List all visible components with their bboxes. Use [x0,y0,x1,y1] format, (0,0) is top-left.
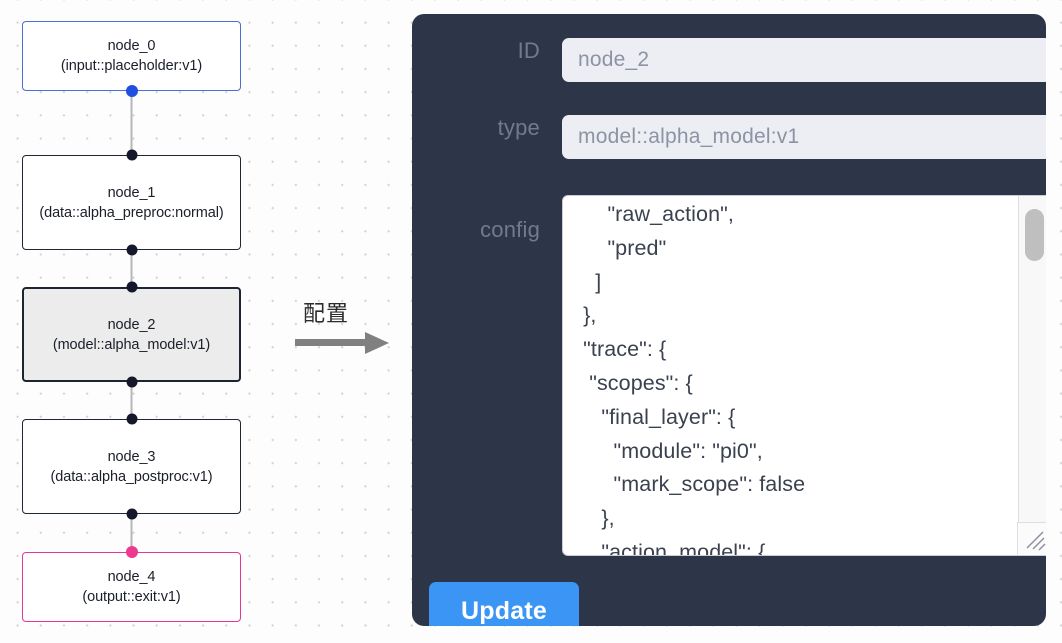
port-node_4-in[interactable] [125,546,138,558]
right-arrow-icon [295,330,390,356]
id-input[interactable] [562,38,1046,82]
node-inspector-panel: ID type config "raw_action", "pred" ] },… [412,14,1046,626]
graph-node-node_0[interactable]: node_0 (input::placeholder:v1) [22,21,241,91]
graph-node-node_3[interactable]: node_3 (data::alpha_postproc:v1) [22,419,241,514]
graph-node-label: node_3 (data::alpha_postproc:v1) [50,448,213,485]
config-label: config [480,217,540,242]
graph-node-label: node_2 (model::alpha_model:v1) [52,316,211,353]
field-row-config: config "raw_action", "pred" ] }, "trace"… [423,195,1046,556]
transition-annotation: 配置 [295,296,400,366]
transition-label: 配置 [303,302,350,327]
port-node_0-out[interactable] [125,85,138,97]
config-scrollbar[interactable] [1018,196,1046,523]
graph-node-label: node_0 (input::placeholder:v1) [60,38,203,74]
port-node_1-out[interactable] [126,244,137,256]
port-node_3-in[interactable] [126,413,137,425]
config-scrollbar-thumb[interactable] [1025,209,1044,261]
field-row-id: ID [480,38,1046,82]
update-button[interactable]: Update [429,582,579,626]
graph-node-node_4[interactable]: node_4 (output::exit:v1) [22,552,241,622]
type-label: type [497,115,540,140]
type-input[interactable] [562,115,1046,159]
graph-node-label: node_1 (data::alpha_preproc:normal) [39,184,224,221]
port-node_3-out[interactable] [126,508,137,520]
graph-node-node_2[interactable]: node_2 (model::alpha_model:v1) [22,287,241,382]
id-label: ID [517,38,540,63]
graph-node-label: node_4 (output::exit:v1) [82,569,181,605]
field-row-type: type [452,115,1046,159]
port-node_2-in[interactable] [126,281,137,293]
config-resize-handle[interactable] [1017,522,1046,554]
port-node_2-out[interactable] [126,376,137,388]
config-editor[interactable]: "raw_action", "pred" ] }, "trace": { "sc… [562,195,1046,556]
config-textarea[interactable]: "raw_action", "pred" ] }, "trace": { "sc… [563,196,1018,555]
graph-node-node_1[interactable]: node_1 (data::alpha_preproc:normal) [22,155,241,250]
port-node_1-in[interactable] [126,149,137,161]
